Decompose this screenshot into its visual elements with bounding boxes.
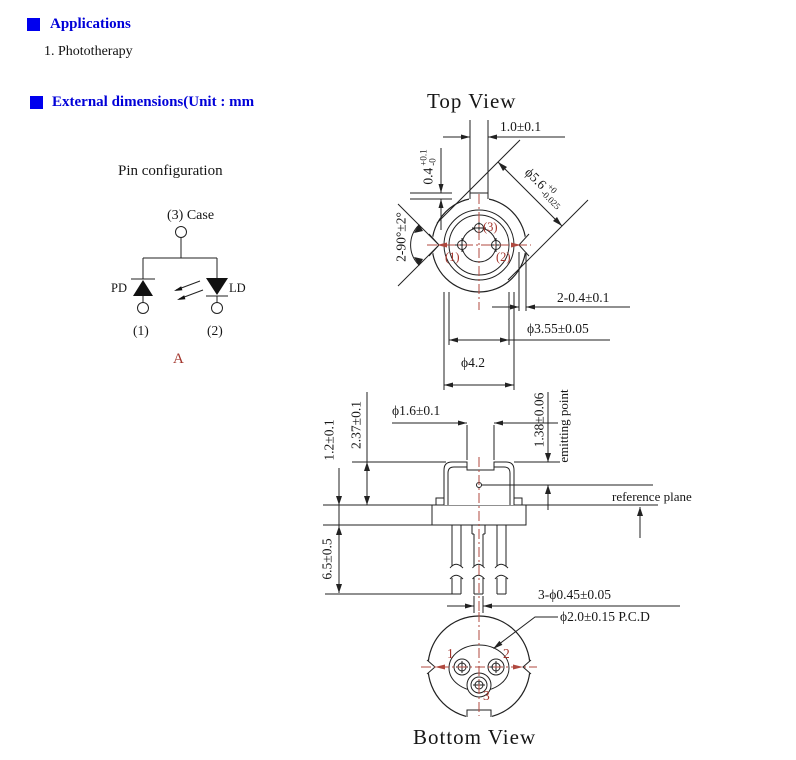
pin2-terminal-circle [211, 302, 223, 314]
pin-configuration-schematic [131, 226, 228, 314]
top-pin1-label: (1) [445, 250, 460, 264]
dimensions-header: External dimensions(Unit : mm [52, 94, 255, 110]
dim-notch-depth-lines [492, 252, 630, 311]
pd-label: PD [111, 281, 127, 295]
pin2-label: (2) [207, 323, 223, 338]
dim-pin-dia-lines [447, 596, 680, 613]
cap-inner-wall [447, 466, 511, 505]
pin-config-title: Pin configuration [118, 163, 223, 179]
applications-header: Applications [50, 16, 131, 32]
reference-plane-pointer [637, 507, 643, 538]
dim-flange-dia-lines [436, 139, 589, 281]
dim-cap-inner-lines [448, 292, 610, 345]
dim-notch-angle-lines [397, 203, 440, 287]
dim-window-lines [392, 420, 558, 460]
bottom-view-title: Bottom View [413, 725, 537, 749]
side-view-pins [449, 525, 509, 595]
top-view-title: Top View [427, 89, 517, 113]
dim-tab-height: 0.4+0.1-0 [418, 149, 438, 185]
dim-emitting-lines [545, 392, 551, 510]
top-pin2-label: (2) [496, 250, 511, 264]
dim-cap-inner-dia: ϕ3.55±0.05 [527, 321, 589, 336]
applications-item: 1. Phototherapy [44, 44, 133, 59]
dim-cap-height-lines [364, 392, 370, 505]
bottom-pin1-label: 1 [447, 646, 454, 661]
ld-diode-triangle [206, 278, 228, 295]
case-label: (3) Case [167, 208, 215, 223]
pin1-label: (1) [133, 323, 149, 338]
dim-flange-pin-lines [325, 468, 455, 595]
dimensions-bullet-icon [30, 96, 43, 109]
bottom-pin2-label: 2 [503, 646, 510, 661]
bottom-pin3-label: 3 [483, 688, 490, 703]
dim-cap-outer-lines [443, 292, 515, 390]
dim-cap-height: 2.37±0.1 [348, 401, 364, 449]
bottom-view-drawing [426, 615, 558, 720]
cap-step [435, 497, 523, 505]
applications-bullet-icon [27, 18, 40, 31]
dim-pcd: ϕ2.0±0.15 P.C.D [560, 609, 650, 624]
dim-notch-depth: 2-0.4±0.1 [557, 290, 610, 305]
dim-tab-width: 1.0±0.1 [500, 119, 542, 134]
pin1-terminal-circle [137, 302, 149, 314]
pd-diode-triangle [133, 280, 153, 296]
dim-emitting-offset: 1.38±0.06 [531, 392, 547, 448]
dim-pin-length: 6.5±0.5 [319, 538, 335, 580]
red-centerlines [421, 194, 537, 716]
dim-tab-width-lines [443, 134, 565, 140]
orientation-tab [469, 120, 489, 199]
emitting-point-label: emitting point [555, 389, 571, 463]
connection-type-label: A [173, 351, 184, 367]
reference-plane-label: reference plane [612, 489, 692, 504]
ld-label: LD [229, 281, 246, 295]
dim-notch-angle: 2-90°±2° [393, 212, 409, 262]
dim-pin-dia: 3-ϕ0.45±0.05 [538, 587, 612, 602]
case-terminal-circle [175, 226, 187, 238]
dim-flange-thickness: 1.2±0.1 [321, 419, 337, 461]
dim-cap-outer-dia: ϕ4.2 [461, 355, 485, 370]
dim-tab-height-lines [410, 148, 452, 230]
dim-window-dia: ϕ1.6±0.1 [392, 403, 441, 418]
light-emission-arrows [174, 280, 204, 300]
pcd-leader [493, 616, 558, 649]
top-pin3-label: (3) [483, 220, 498, 234]
